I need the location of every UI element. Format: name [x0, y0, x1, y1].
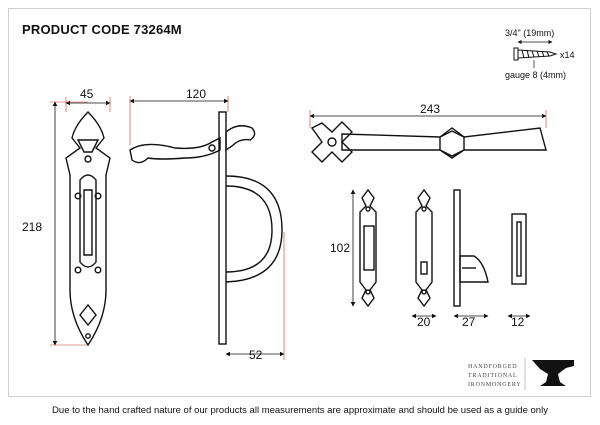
anvil-logo-icon: [532, 360, 574, 386]
keep-edge-view: [511, 213, 527, 285]
keep-side-view: [453, 189, 489, 307]
bar-length-label: 243: [420, 102, 440, 116]
keep-depth-dimension: 27: [453, 313, 489, 329]
handle-projection-dimension: 52: [225, 232, 285, 362]
backplate-height-label: 218: [22, 220, 42, 234]
keep-depth-label: 27: [462, 315, 476, 329]
keep-width-dimension: 20: [411, 313, 437, 329]
backplate: [65, 111, 111, 347]
keep-width-label: 20: [417, 315, 431, 329]
handle-side-view: [129, 111, 283, 345]
drawing-frame: [8, 8, 591, 397]
screw-detail: 3/4" (19mm) x14 gauge 8 (4mm): [505, 28, 575, 80]
keep-thickness-label: 12: [511, 315, 525, 329]
thumb-length-dimension: 120: [129, 87, 229, 145]
product-code-title: PRODUCT CODE 73264M: [22, 22, 182, 37]
backplate-width-label: 45: [80, 87, 94, 101]
screw-icon: [513, 47, 558, 61]
brand-line-2: TRADITIONAL: [468, 373, 517, 379]
brand-block: HANDFORGED TRADITIONAL IRONMONGERY: [468, 358, 574, 390]
keep-height-dimension: 102: [330, 189, 356, 307]
thumb-length-label: 120: [186, 87, 206, 101]
keep-plate-view: [415, 188, 433, 308]
keep-front-view: [359, 188, 377, 308]
keep-thickness-dimension: 12: [507, 313, 531, 329]
screw-gauge-label: gauge 8 (4mm): [505, 70, 566, 80]
screw-quantity-label: x14: [560, 50, 575, 60]
backplate-width-dimension: 45: [65, 87, 111, 112]
backplate-height-dimension: 218: [22, 101, 88, 346]
brand-line-1: HANDFORGED: [468, 364, 517, 370]
screw-length-label: 3/4" (19mm): [505, 28, 554, 38]
keep-height-label: 102: [330, 241, 350, 255]
latch-bar: [310, 121, 547, 163]
disclaimer-footer: Due to the hand crafted nature of our pr…: [52, 405, 548, 416]
bar-length-dimension: 243: [309, 102, 547, 128]
handle-projection-label: 52: [249, 348, 263, 362]
brand-line-3: IRONMONGERY: [468, 382, 521, 388]
